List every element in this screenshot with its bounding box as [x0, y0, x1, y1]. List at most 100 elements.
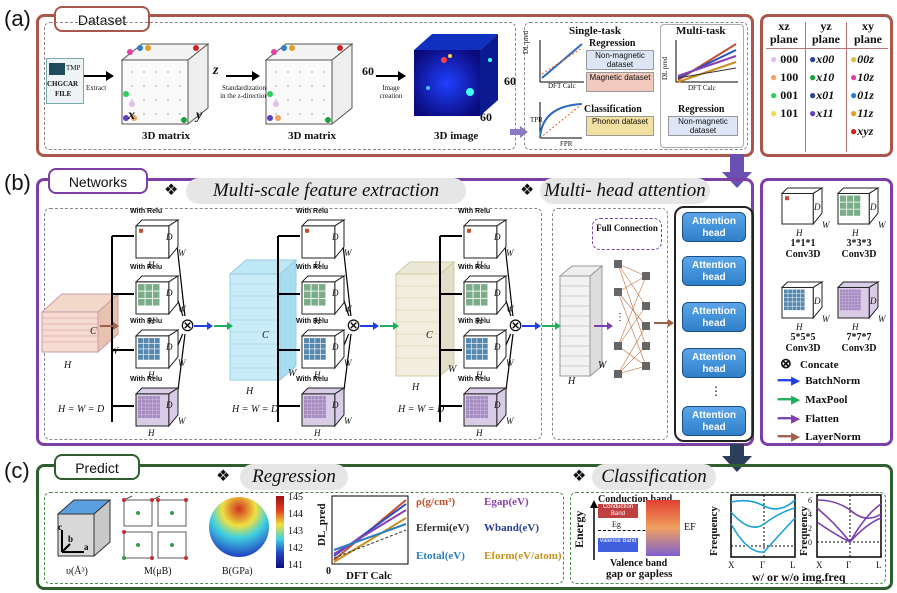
freq-tick-0: 6 — [808, 496, 812, 505]
legend-cube-h-1: H — [852, 228, 859, 238]
cube-h-2-1: H — [314, 316, 321, 326]
cube-d-3-2: D — [494, 342, 501, 352]
non-magnetic-box-2: Non-magnetic dataset — [668, 116, 738, 136]
cube-d-2-1: D — [332, 288, 339, 298]
mid-h-2: H — [412, 382, 420, 393]
legend-cube-w-1: W — [878, 220, 886, 230]
arrow-stage-1 — [194, 322, 233, 330]
cube-d-1-1: D — [166, 288, 173, 298]
flatten-arrow-icon: ━━▶ — [778, 413, 800, 425]
axis-z-1: z — [213, 63, 219, 78]
cube-h-1-2: H — [148, 370, 155, 380]
panel-c-tag: Predict — [54, 454, 140, 480]
letter-c: (c) — [4, 458, 30, 483]
cube-d-2-3: D — [332, 400, 339, 410]
cube-h-2-0: H — [314, 260, 321, 270]
multi-scale-pill: Multi-scale feature extraction — [186, 178, 466, 204]
legend-cube-w-2: W — [822, 314, 830, 324]
cond-band-box: Conduction Band — [598, 504, 638, 518]
dft-calc-b: DFT Calc — [688, 84, 716, 92]
plane-divider-v2 — [846, 22, 847, 152]
cube-d-3-3: D — [494, 400, 501, 410]
input-c: C — [90, 326, 97, 337]
dl-pred-a: DL pred — [522, 30, 530, 54]
plane-col1-0: ● 000 — [770, 52, 799, 66]
plane-col3-1: ●10z — [850, 70, 874, 84]
with-relu-1-1: With Relu — [130, 264, 163, 271]
panel-a-tag: Dataset — [54, 6, 150, 32]
plane-divider-v1 — [805, 22, 806, 152]
cube-h-1-3: H — [148, 428, 155, 438]
conduction-band-label: Conduction band — [598, 494, 673, 505]
dataset-to-task-arrow — [510, 126, 528, 138]
dft-calc-c: DFT Calc — [346, 570, 392, 582]
eg-label: Eg — [612, 520, 621, 529]
svg-text:⋮: ⋮ — [615, 312, 625, 323]
plane-header-xz: xz plane — [769, 19, 798, 46]
classification-label-a: Classification — [584, 104, 642, 115]
with-relu-2-1: With Relu — [296, 264, 329, 271]
legend-cube-d-0: D — [814, 202, 821, 212]
multi-task-title: Multi-task — [676, 25, 726, 37]
legend-cube-conv3 — [836, 187, 880, 226]
classification-diamond: ❖ — [572, 468, 587, 485]
panel-a-inner-dash — [44, 22, 516, 150]
roc-plot — [539, 102, 583, 139]
regression-dash — [44, 492, 564, 584]
conv-cube-1-1 — [134, 275, 180, 316]
energy-label: Energy — [572, 510, 586, 548]
svg-text:c: c — [58, 522, 62, 532]
conv-cube-3-2 — [462, 329, 508, 370]
ef-label: EF — [684, 522, 696, 533]
k-g-2: Γ — [846, 560, 852, 570]
standardization-label: Standardization in the z-direction — [220, 84, 268, 100]
non-magnetic-box: Non-magnetic dataset — [586, 50, 654, 70]
arrow-input — [100, 322, 119, 330]
cube-h-3-2: H — [476, 370, 483, 380]
attention-head-1: Attention head — [682, 212, 746, 242]
cube-w-2-1: W — [344, 304, 352, 314]
plane-col1-3: ● 101 — [770, 106, 799, 120]
fc-to-attention-arrow — [654, 319, 674, 327]
mid-h-1: H — [246, 386, 254, 397]
single-task-title: Single-task — [569, 25, 621, 37]
with-relu-2-3: With Relu — [296, 376, 329, 383]
mid-c-2: C — [426, 330, 433, 341]
tpr-label: TPR — [530, 116, 543, 124]
plane-col2-1: ●x10 — [809, 70, 835, 84]
moment-label: M(μB) — [144, 566, 172, 577]
plane-col1-2: ● 001 — [770, 88, 799, 102]
letter-b: (b) — [4, 170, 31, 195]
cube-w-2-3: W — [344, 416, 352, 426]
legend-cube-w-0: W — [822, 220, 830, 230]
legend-cube-label-conv5: 5*5*5 Conv3D — [785, 332, 821, 354]
cube-h-2-2: H — [314, 370, 321, 380]
classification-pill: Classification — [592, 464, 716, 490]
concat-icon-3: ⊗ — [508, 315, 524, 335]
dim-60-b: 60 — [504, 74, 516, 88]
maxpool-arrow-icon: ━━▶ — [778, 394, 800, 406]
conv-cube-3-0 — [462, 219, 508, 260]
legend-cube-label-conv3: 3*3*3 Conv3D — [841, 238, 877, 260]
prop-label-5: Eform(eV/atom) — [484, 550, 562, 562]
freq-tick-3: 0 — [808, 538, 812, 547]
cube-h-2-3: H — [314, 428, 321, 438]
attention-head-4: Attention head — [682, 348, 746, 378]
conv-cube-1-0 — [134, 219, 180, 260]
val-band-box: Valence Band — [598, 538, 638, 552]
cube-h-1-1: H — [148, 316, 155, 326]
plane-col3-3: ●11z — [850, 106, 874, 120]
bulk-sphere — [209, 497, 269, 557]
cube-w-3-1: W — [506, 304, 514, 314]
legend-cube-d-2: D — [814, 296, 821, 306]
concate-icon: ⊗ — [780, 357, 792, 372]
cube-h-3-1: H — [476, 316, 483, 326]
plane-col3-0: ●00z — [850, 52, 874, 66]
colorbar-tick-4: 141 — [288, 560, 303, 571]
single-task-regression-plot — [539, 40, 584, 83]
with-relu-1-2: With Relu — [130, 318, 163, 325]
with-relu-2-2: With Relu — [296, 318, 329, 325]
phonon-plot-2 — [816, 494, 882, 558]
